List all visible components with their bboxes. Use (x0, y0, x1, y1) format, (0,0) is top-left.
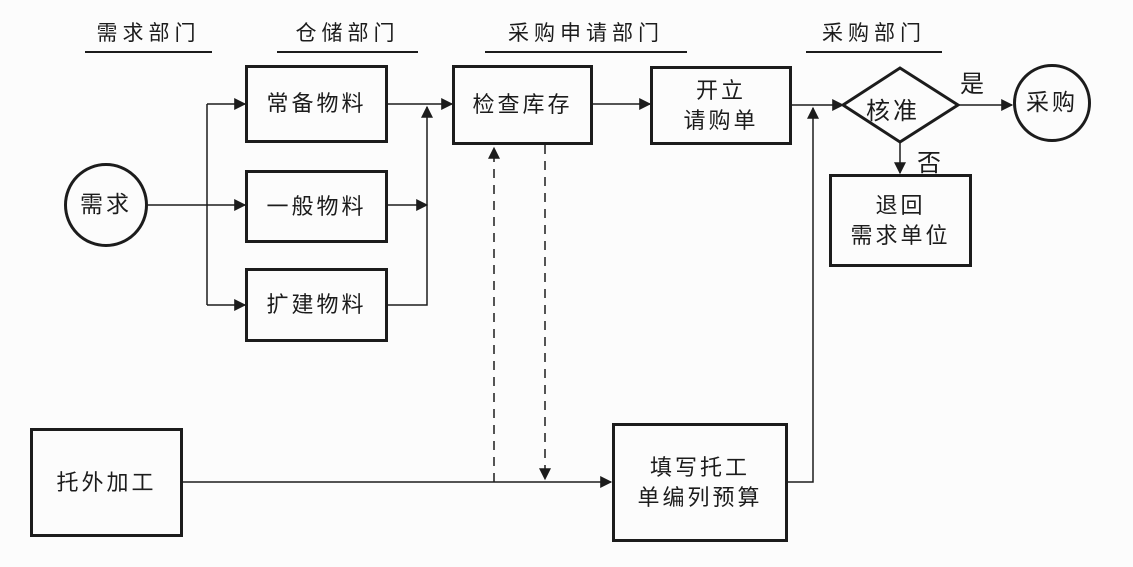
node-demand-circle: 需求 (64, 163, 148, 247)
approval-diamond-shape (840, 66, 961, 144)
header-purchase-request-department: 采购申请部门 (485, 20, 687, 53)
header-demand-department: 需求部门 (85, 20, 212, 53)
node-outsourced-processing-box: 托外加工 (30, 428, 183, 537)
node-standing-material-box: 常备物料 (245, 65, 388, 143)
header-purchase-department: 采购部门 (806, 20, 942, 53)
header-warehouse-department: 仓储部门 (277, 20, 418, 53)
node-fill-work-order-budget-box: 填写托工 单编列预算 (612, 423, 788, 542)
edge-expansion-collector-up (388, 105, 433, 306)
edge-label-yes: 是 (960, 72, 984, 98)
node-create-requisition-box: 开立 请购单 (650, 66, 792, 145)
edge-label-no: 否 (917, 151, 941, 177)
edge-workorder-up-to-approval (788, 106, 819, 483)
node-check-inventory-box: 检查库存 (452, 65, 593, 145)
node-expansion-material-box: 扩建物料 (245, 268, 388, 342)
node-return-to-requester-box: 退回 需求单位 (829, 174, 972, 267)
node-general-material-box: 一般物料 (245, 170, 388, 243)
node-purchase-circle: 采购 (1013, 64, 1091, 142)
node-approval-diamond-label: 核准 (866, 99, 920, 125)
